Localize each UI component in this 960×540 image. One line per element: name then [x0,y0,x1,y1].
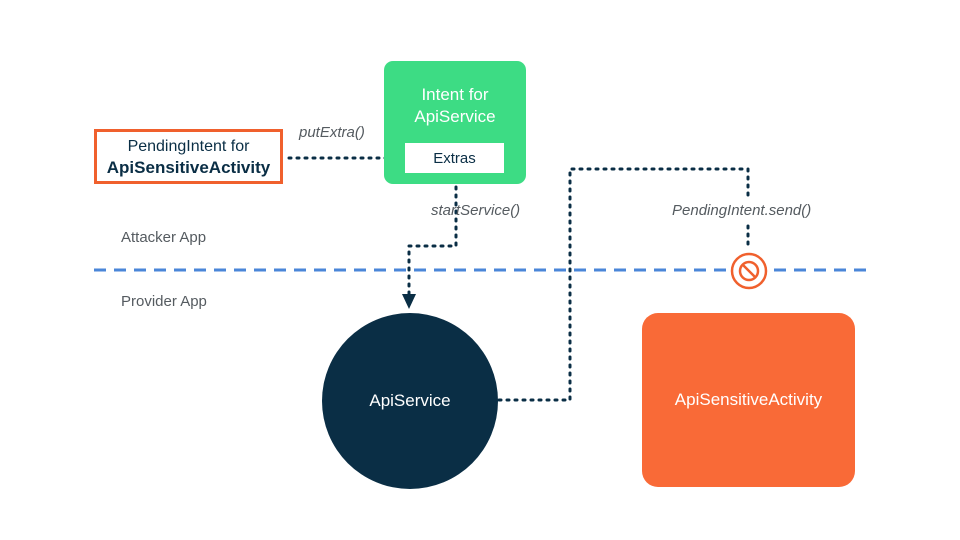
intent-title-line1: Intent for [421,85,489,104]
pending-intent-line1: PendingIntent for [127,137,250,155]
api-service-node: ApiService [322,313,498,489]
blocked-icon [730,252,768,290]
provider-app-label: Provider App [121,293,207,310]
extras-box: Extras [405,143,504,173]
pending-intent-box: PendingIntent for ApiSensitiveActivity [94,129,283,184]
api-sensitive-activity-label: ApiSensitiveActivity [674,390,823,409]
intent-title-line2: ApiService [414,107,496,126]
put-extra-label: putExtra() [299,124,365,141]
intent-title: Intent for ApiService [384,84,526,128]
start-service-arrowhead-icon [402,294,416,309]
pending-send-label: PendingIntent.send() [672,202,812,219]
start-service-connector [407,185,458,298]
api-sensitive-activity-node: ApiSensitiveActivity [642,313,855,487]
extras-label: Extras [433,149,476,167]
api-service-label: ApiService [369,391,451,410]
start-service-label: startService() [431,202,521,219]
pending-intent-line2: ApiSensitiveActivity [106,157,271,177]
pending-send-connector [497,167,750,402]
attacker-app-label: Attacker App [121,229,207,246]
